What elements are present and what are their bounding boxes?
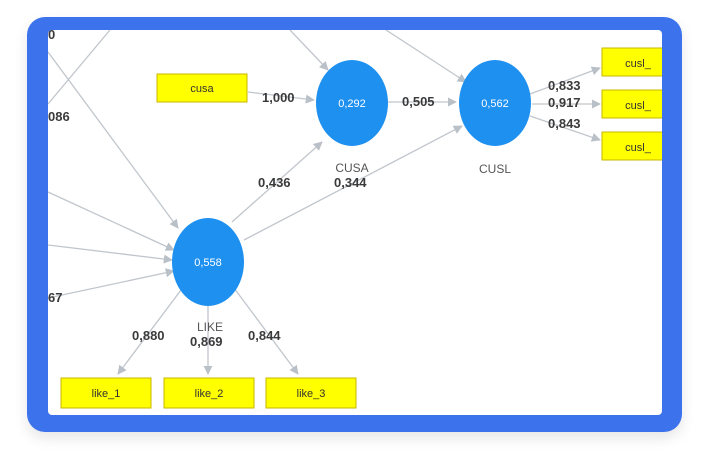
weight-label-left-top: 0 <box>48 30 55 42</box>
weight-label-left-low: 67 <box>48 290 62 305</box>
arrow-offscreen-to-cusl <box>385 30 467 83</box>
weight-label-cusl3: 0,843 <box>548 116 581 131</box>
construct-like-name: LIKE <box>197 320 223 334</box>
indicator-cusl-2-label: cusl_ <box>625 100 652 112</box>
weight-label-like3: 0,844 <box>248 328 281 343</box>
arrow-cusl-to-cusl3 <box>529 115 601 142</box>
indicator-like-1[interactable]: like_1 <box>60 377 152 409</box>
construct-like[interactable]: 0,558 <box>172 218 244 306</box>
indicator-cusl-2[interactable]: cusl_ <box>601 89 662 119</box>
construct-cusl-r2: 0,562 <box>481 98 509 110</box>
weight-label-like-cusl: 0,344 <box>334 175 367 190</box>
arrow-like-to-like3 <box>233 287 299 375</box>
construct-cusa-r2: 0,292 <box>338 98 366 110</box>
indicator-cusa-label: cusa <box>190 83 214 95</box>
weight-label-cusa-indicator: 1,000 <box>262 90 295 105</box>
weight-label-cusl1: 0,833 <box>548 78 581 93</box>
arrow-cusl-to-cusl1 <box>529 66 601 95</box>
weight-label-left-mid: 086 <box>48 109 70 124</box>
indicator-like-3[interactable]: like_3 <box>265 377 357 409</box>
arrow-offscreen-to-like-4 <box>48 268 175 299</box>
indicator-cusl-1[interactable]: cusl_ <box>601 47 662 77</box>
indicator-like-1-label: like_1 <box>92 388 121 400</box>
path-model-canvas: 0 086 67 1,000 0,505 0,436 0,344 0,833 0… <box>48 30 662 415</box>
indicator-like-2[interactable]: like_2 <box>163 377 255 409</box>
arrow-offscreen-to-cusa <box>289 30 329 71</box>
arrow-offscreen-to-like-1 <box>48 51 179 229</box>
arrow-offscreen-to-like-3 <box>48 244 173 264</box>
weight-label-cusl2: 0,917 <box>548 95 581 110</box>
weight-label-like1: 0,880 <box>132 328 165 343</box>
indicator-cusl-3[interactable]: cusl_ <box>601 131 662 161</box>
construct-cusa-name: CUSA <box>335 161 368 175</box>
arrow-offscreen-to-like-2 <box>48 191 175 251</box>
indicator-like-2-label: like_2 <box>195 388 224 400</box>
arrow-like-to-cusa <box>231 141 323 223</box>
weight-label-cusa-cusl: 0,505 <box>402 94 435 109</box>
weight-label-like2: 0,869 <box>190 334 223 349</box>
path-arrows <box>48 30 601 375</box>
arrow-offscreen-diagonal <box>48 30 111 105</box>
indicator-cusl-1-label: cusl_ <box>625 58 652 70</box>
construct-like-r2: 0,558 <box>194 257 222 269</box>
indicator-like-3-label: like_3 <box>297 388 326 400</box>
construct-cusa[interactable]: 0,292 <box>316 60 388 146</box>
construct-cusl[interactable]: 0,562 <box>459 60 531 146</box>
path-model-diagram: 0 086 67 1,000 0,505 0,436 0,344 0,833 0… <box>48 30 662 409</box>
construct-cusl-name: CUSL <box>479 162 511 176</box>
indicator-cusl-3-label: cusl_ <box>625 142 652 154</box>
weight-label-like-cusa: 0,436 <box>258 175 291 190</box>
arrow-cusa-indicator-to-cusa <box>247 91 315 104</box>
arrow-like-to-cusl <box>243 125 463 241</box>
indicator-cusa[interactable]: cusa <box>156 73 248 103</box>
arrow-like-to-like1 <box>117 285 185 375</box>
